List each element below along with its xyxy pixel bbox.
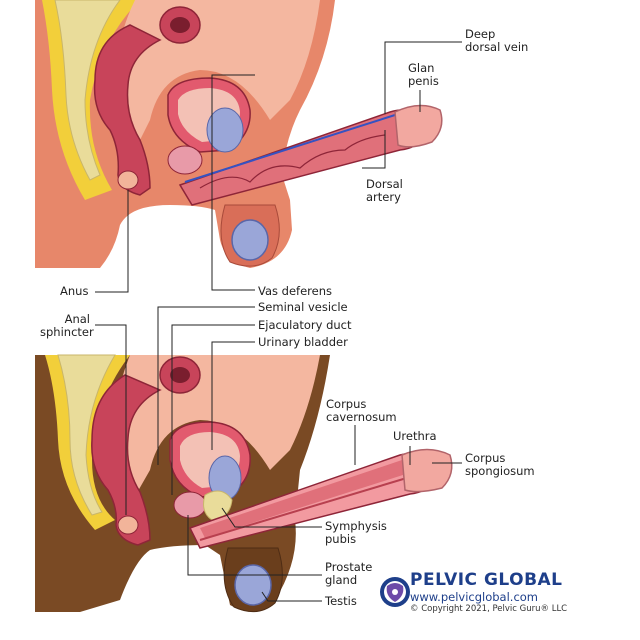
leader-anal-sphincter [95,324,127,515]
top-anus-muscle [117,170,139,190]
label-symphysis-pubis: Symphysis pubis [325,519,387,546]
bottom-corpus-cavernosum [200,460,406,538]
label-deep-dorsal-vein: Deep dorsal vein [465,27,529,54]
pelvis-globe-icon [380,577,410,607]
leader-prostate-gland [187,515,322,576]
label-anal-sphincter: Anal sphincter [40,312,94,339]
top-glans [394,104,443,148]
top-dorsal-vein [184,114,396,183]
leader-urinary-bladder [211,341,255,450]
top-sacrum-bone [54,0,121,181]
bottom-sacrum-layer [45,355,130,530]
top-penis-veins [199,134,386,189]
bottom-urethra [199,473,421,541]
top-cavity [114,0,320,160]
bottom-sacrum-bone [57,354,116,516]
label-glan-penis: Glan penis [408,61,439,88]
label-vas-deferens: Vas deferens [258,284,332,298]
label-seminal-vesicle: Seminal vesicle [258,300,348,314]
label-corpus-spongiosum: Corpus spongiosum [465,451,535,478]
label-testis: Testis [325,594,357,608]
top-seminal [206,107,244,153]
leader-lines [95,41,462,602]
leader-seminal-vesicle [157,306,255,465]
label-ejaculatory-duct: Ejaculatory duct [258,318,352,332]
top-panel-illustration [35,0,443,268]
bottom-testis [234,564,272,606]
leader-deep-dorsal-vein [384,41,462,114]
label-dorsal-artery: Dorsal artery [366,177,403,204]
brand-url[interactable]: www.pelvicglobal.com [410,590,538,604]
leader-testis [261,591,322,602]
bottom-glans [401,448,453,493]
bottom-cavity [114,355,320,505]
top-prostate [167,145,203,175]
label-prostate-gland: Prostate gland [325,560,373,587]
label-corpus-cavernosum: Corpus cavernosum [326,397,397,424]
leader-symphysis-pubis [221,507,322,528]
leader-anus [95,190,129,293]
label-urethra: Urethra [393,429,437,443]
leader-dorsal-artery [362,130,386,169]
bottom-prostate [173,491,207,519]
top-testis [231,219,269,261]
bottom-colon-lumen [170,367,190,383]
leader-ejaculatory-duct [171,324,255,495]
label-urinary-bladder: Urinary bladder [258,335,348,349]
top-colon-lumen [170,17,190,33]
bottom-panel-illustration [35,354,453,613]
bottom-anal-sphincter [117,515,139,535]
brand-copyright: © Copyright 2021, Pelvic Guru® LLC [410,604,568,614]
brand-name: PELVIC GLOBAL [410,570,563,590]
leader-vas-deferens [211,74,255,291]
label-anus: Anus [60,284,89,298]
